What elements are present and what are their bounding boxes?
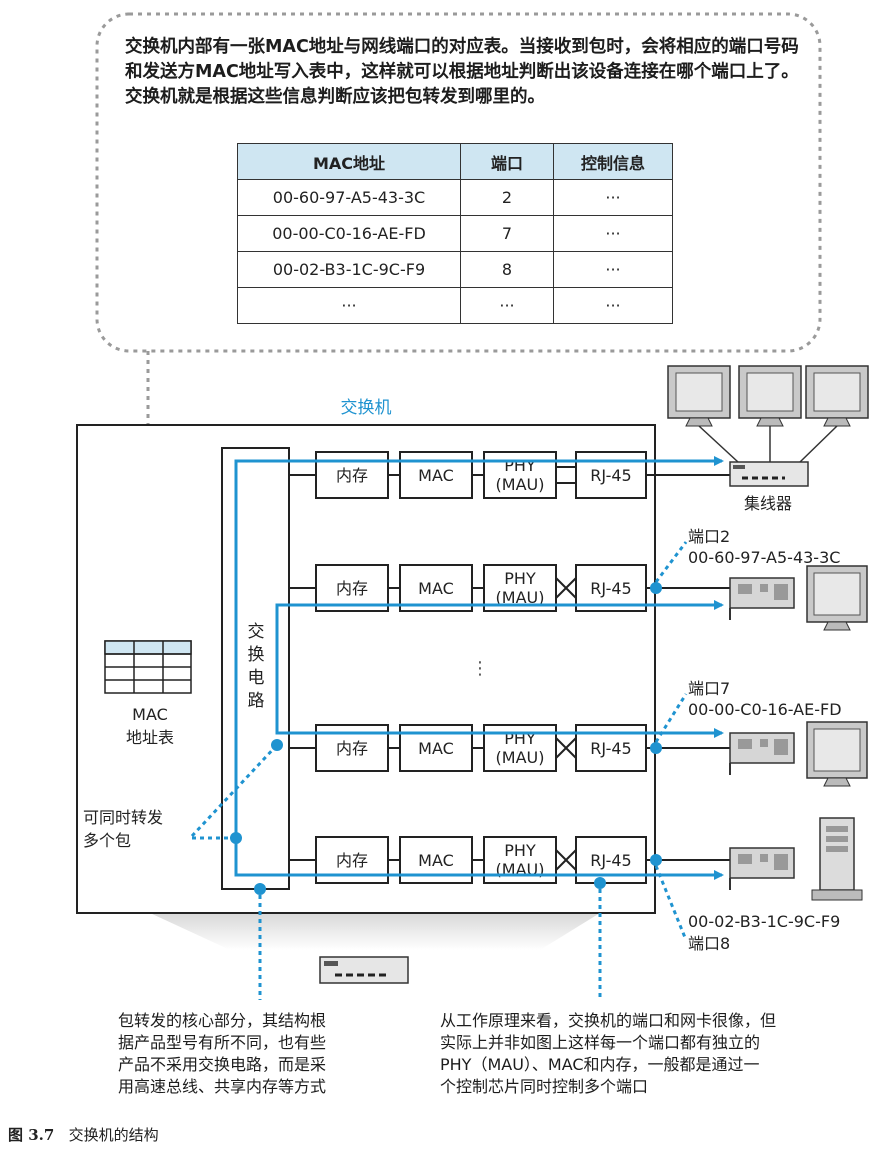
monitor-icon (806, 721, 868, 787)
column-header: MAC地址 (237, 143, 461, 180)
monitor-icon (738, 365, 802, 427)
port7-mac: 00-00-C0-16-AE-FD (688, 700, 842, 719)
memory-block-label: 内存 (336, 739, 368, 758)
marker-dot-port7 (650, 742, 662, 754)
marker-dot-rj45-row4 (594, 877, 606, 889)
figure-caption: 图 3.7 交换机的结构 (8, 1124, 159, 1145)
switch-circuit-label-3: 电 (248, 668, 265, 688)
switch-shadow (150, 913, 600, 950)
table-cell: 2 (460, 179, 554, 216)
caption-line: 包转发的核心部分，其结构根 (118, 1011, 327, 1030)
monitor-icon (667, 365, 731, 427)
figure-number: 图 3.7 (8, 1126, 55, 1144)
phy-block-sublabel: (MAU) (496, 748, 545, 767)
table-cell: 00-02-B3-1C-9C-F9 (237, 251, 461, 288)
phy-block-sublabel: (MAU) (496, 588, 545, 607)
callout-bubble (95, 12, 822, 353)
flow-path-outer (234, 456, 724, 877)
port8-mac: 00-02-B3-1C-9C-F9 (688, 912, 840, 931)
monitor-icon (806, 565, 868, 631)
port-caption: 从工作原理来看，交换机的端口和网卡很像，但 实际上并非如图上这样每一个端口都有独… (440, 1010, 885, 1098)
port2-label: 端口2 (688, 527, 730, 546)
circuit-caption: 包转发的核心部分，其结构根 据产品型号有所不同，也有些 产品不采用交换电路，而是… (118, 1010, 418, 1098)
switch-circuit-label-2: 换 (248, 645, 265, 665)
caption-line: PHY（MAU）、MAC和内存，一般都是通过一 (440, 1055, 760, 1074)
parallel-label-1: 可同时转发 (83, 808, 163, 827)
parallel-label-2: 多个包 (83, 831, 131, 850)
table-cell: ··· (237, 287, 461, 324)
leader-port2 (654, 541, 688, 583)
mac-block-label: MAC (418, 466, 454, 485)
phy-block-label: PHY (504, 841, 536, 860)
column-header: 控制信息 (553, 143, 673, 180)
caption-line: 从工作原理来看，交换机的端口和网卡很像，但 (440, 1011, 777, 1030)
rj45-block-label: RJ-45 (590, 739, 631, 758)
switch-device-icon (319, 956, 409, 984)
column-header: 端口 (460, 143, 554, 180)
caption-line: 用高速总线、共享内存等方式 (118, 1077, 327, 1096)
table-cell: 00-60-97-A5-43-3C (237, 179, 461, 216)
mac-table-icon (104, 640, 192, 694)
phy-block-label: PHY (504, 456, 536, 475)
port-row-1: 内存 MAC PHY (MAU) RJ-45 (289, 451, 647, 499)
mac-block-label: MAC (418, 851, 454, 870)
mac-block-label: MAC (418, 579, 454, 598)
flow-path-inner (275, 600, 724, 735)
mac-address-table: MAC地址 端口 控制信息 00-60-97-A5-43-3C 2 ··· 00… (237, 143, 673, 324)
nic-icon (729, 732, 795, 775)
leader-port7 (654, 693, 688, 743)
table-row: 00-02-B3-1C-9C-F9 8 ··· (237, 251, 673, 288)
caption-line: 产品不采用交换电路，而是采 (118, 1055, 327, 1074)
table-cell: ··· (553, 215, 673, 252)
phy-block-sublabel: (MAU) (496, 475, 545, 494)
caption-line: 实际上并非如图上这样每一个端口都有独立的 (440, 1033, 761, 1052)
marker-dot-parallel-inner (271, 739, 283, 751)
rj45-block-label: RJ-45 (590, 466, 631, 485)
phy-block-label: PHY (504, 569, 536, 588)
table-cell: 00-00-C0-16-AE-FD (237, 215, 461, 252)
marker-dot-port2 (650, 582, 662, 594)
nic-icon (729, 577, 795, 620)
table-header-row: MAC地址 端口 控制信息 (237, 143, 673, 180)
switch-circuit-label-1: 交 (248, 622, 265, 642)
switch-title: 交换机 (341, 398, 392, 418)
table-cell: ··· (460, 287, 554, 324)
memory-block-label: 内存 (336, 579, 368, 598)
port8-label: 端口8 (688, 934, 730, 953)
table-cell: 7 (460, 215, 554, 252)
port7-label: 端口7 (688, 679, 730, 698)
monitor-icon (805, 365, 869, 427)
mac-table-icon-label-1: MAC (132, 705, 168, 724)
leader-port8 (654, 865, 688, 941)
rj45-block-label: RJ-45 (590, 851, 631, 870)
switch-circuit-label-4: 路 (248, 691, 265, 711)
marker-dot-circuit (254, 883, 266, 895)
caption-line: 据产品型号有所不同，也有些 (118, 1033, 327, 1052)
nic-icon (729, 847, 795, 890)
port2-mac: 00-60-97-A5-43-3C (688, 548, 840, 567)
table-cell: ··· (553, 179, 673, 216)
memory-block-label: 内存 (336, 466, 368, 485)
table-cell: 8 (460, 251, 554, 288)
table-cell: ··· (553, 251, 673, 288)
marker-dot-port8 (650, 854, 662, 866)
hub-links (698, 425, 838, 463)
table-row: 00-00-C0-16-AE-FD 7 ··· (237, 215, 673, 252)
hub-label: 集线器 (744, 494, 792, 513)
memory-block-label: 内存 (336, 851, 368, 870)
callout-text: 交换机内部有一张MAC地址与网线端口的对应表。当接收到包时，会将相应的端口号码和… (125, 37, 799, 107)
mac-block-label: MAC (418, 739, 454, 758)
rows-ellipsis: ⋮ (471, 658, 489, 679)
table-cell: ··· (553, 287, 673, 324)
hub-icon (729, 461, 809, 487)
mac-table-icon-label-2: 地址表 (126, 728, 174, 747)
table-row: 00-60-97-A5-43-3C 2 ··· (237, 179, 673, 216)
table-row: ··· ··· ··· (237, 287, 673, 324)
caption-line: 个控制芯片同时控制多个端口 (440, 1077, 649, 1096)
rj45-block-label: RJ-45 (590, 579, 631, 598)
server-icon (811, 817, 863, 901)
figure-title: 交换机的结构 (68, 1126, 159, 1144)
